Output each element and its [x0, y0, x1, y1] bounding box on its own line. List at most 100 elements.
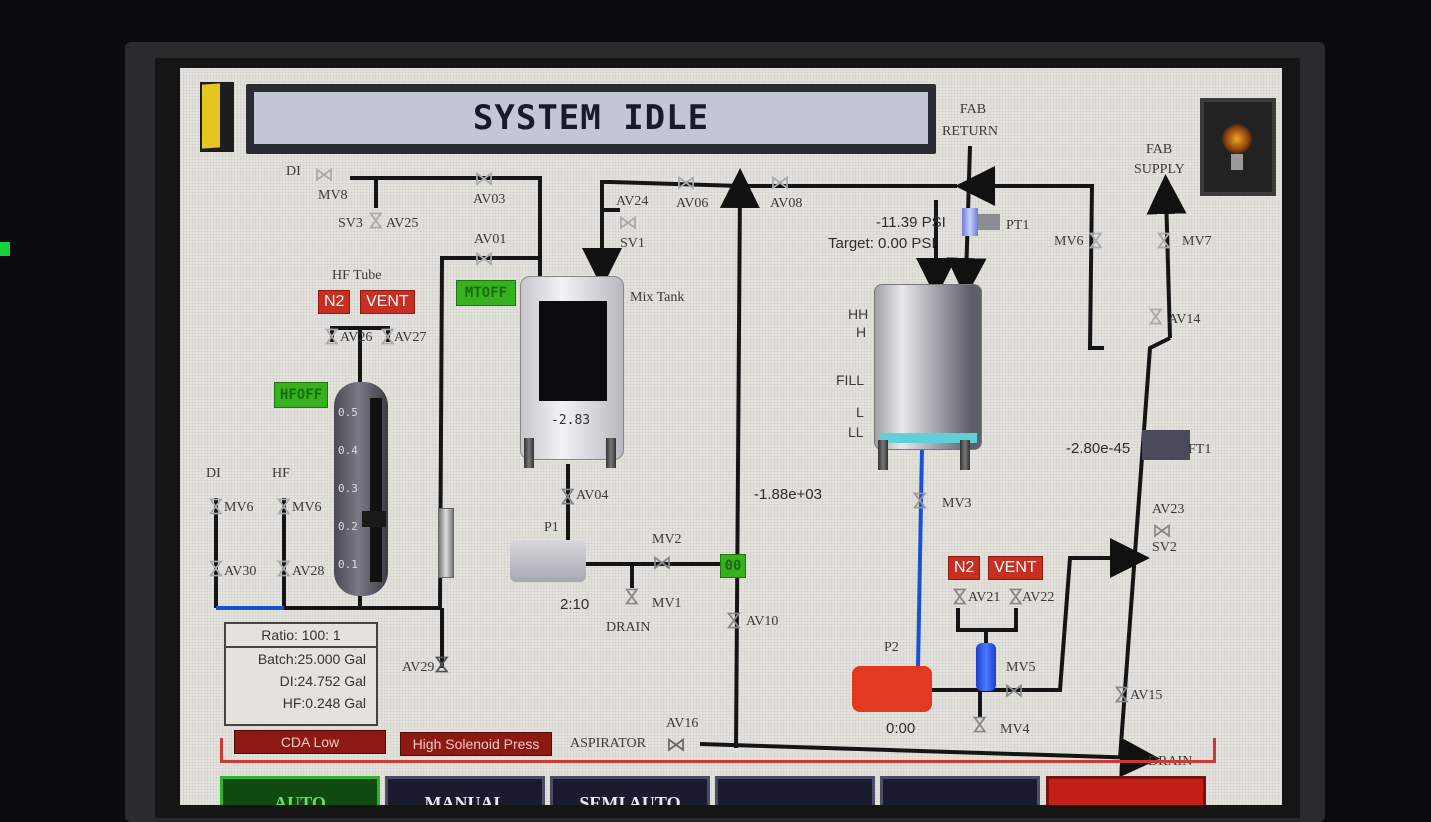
batch-volume: Batch:25.000 Gal	[257, 651, 366, 667]
valve-mv6-di-label: MV6	[224, 500, 254, 515]
valve-av14[interactable]: ⋈	[1144, 306, 1167, 327]
valve-mv2[interactable]: ⋈	[652, 552, 672, 574]
pipe-fab-supply	[1146, 174, 1187, 339]
batch-di: DI:24.752 Gal	[279, 673, 366, 689]
valve-av06[interactable]: ⋈	[676, 172, 696, 194]
pump1-label: P1	[544, 520, 559, 535]
nav-manual-button[interactable]: MANUAL	[385, 776, 545, 805]
hf-tube-slot	[370, 398, 382, 582]
di-label: DI	[206, 466, 221, 481]
valve-mv6-fab[interactable]: ⋈	[1084, 230, 1107, 251]
alarm-cda-low[interactable]: CDA Low	[234, 730, 386, 754]
di-source-label: DI	[286, 164, 301, 179]
hf-scale-tick: 0.3	[338, 482, 358, 495]
system-status-title: SYSTEM IDLE	[254, 92, 928, 144]
valve-mv2-label: MV2	[652, 532, 682, 547]
pump1-runtime: 2:10	[560, 596, 590, 613]
level-l: L	[856, 404, 864, 420]
nav-button-5[interactable]	[880, 776, 1040, 805]
valve-av14-label: AV14	[1168, 312, 1201, 327]
valve-av23[interactable]: ⋈	[1152, 520, 1172, 542]
tank-leg	[524, 438, 534, 468]
valve-av08-label: AV08	[770, 196, 803, 211]
valve-av10[interactable]: ⋈	[722, 610, 745, 631]
valve-sv3[interactable]: ⋈	[364, 210, 387, 231]
flow-transmitter-ft1[interactable]	[1142, 430, 1190, 460]
valve-mv5-label: MV5	[1006, 660, 1036, 675]
pipe-p2-out	[930, 538, 1150, 692]
pump-p2[interactable]	[852, 666, 932, 712]
valve-av30-label: AV30	[224, 564, 257, 579]
hf-tube: 0.5 0.4 0.3 0.2 0.1	[334, 382, 388, 596]
valve-av23-label: AV23	[1152, 502, 1185, 517]
valve-av28-label: AV28	[292, 564, 325, 579]
pt1-label: PT1	[1006, 218, 1030, 233]
fab-supply-label-1: FAB	[1146, 142, 1173, 157]
alarm-high-solenoid[interactable]: High Solenoid Press	[400, 732, 552, 756]
hf-n2-tag[interactable]: N2	[318, 290, 351, 314]
valve-av03[interactable]: ⋈	[474, 168, 494, 190]
fab-return-label-2: RETURN	[942, 124, 998, 139]
valve-mv8-label: MV8	[318, 188, 348, 203]
level-h: H	[856, 324, 867, 340]
valve-mv1-label: MV1	[652, 596, 682, 611]
valve-mv7-label: MV7	[1182, 234, 1212, 249]
valve-av01[interactable]: ⋈	[474, 248, 494, 270]
valve-av21-label: AV21	[968, 590, 1001, 605]
valve-av06-label: AV06	[676, 196, 709, 211]
fab-return-label-1: FAB	[959, 102, 987, 117]
pipe-av01	[438, 256, 540, 609]
valve-mv4-label: MV4	[1000, 722, 1030, 737]
lightbulb-icon[interactable]	[1200, 98, 1276, 196]
fab-pressure-target[interactable]: Target: 0.00 PSI	[828, 235, 936, 252]
tank-leg	[960, 440, 970, 470]
mix-tank: -2.83	[520, 276, 624, 460]
hf-vent-tag[interactable]: VENT	[360, 290, 415, 314]
valve-av16[interactable]: ⋈	[666, 734, 686, 756]
batch-hf: HF:0.248 Gal	[282, 695, 366, 711]
pipe-di-top	[350, 176, 542, 278]
nav-auto-button[interactable]: AUTO	[220, 776, 380, 805]
hf-level-marker	[362, 511, 386, 528]
mix-tank-off-indicator[interactable]: MTOFF	[456, 280, 516, 306]
sight-glass	[438, 508, 454, 578]
pressure-transmitter-pt1[interactable]	[962, 208, 978, 236]
valve-mv8[interactable]: ⋈	[314, 164, 334, 186]
nav-stop-button[interactable]	[1046, 776, 1206, 805]
hmi-screen: SYSTEM IDLE DI MV8 SV3 AV25 AV03 AV01 AV…	[180, 68, 1282, 805]
valve-av08[interactable]: ⋈	[770, 172, 790, 194]
nav-button-4[interactable]	[715, 776, 875, 805]
flow-indicator[interactable]: 00	[720, 554, 746, 578]
fab-pressure-readout: -11.39 PSI	[876, 214, 946, 231]
pressure-transmitter-body	[978, 214, 1000, 230]
valve-mv7[interactable]: ⋈	[1152, 230, 1175, 251]
valve-mv6-hf-label: MV6	[292, 500, 322, 515]
pipe-fab-recirc	[955, 166, 1104, 350]
level-ll: LL	[848, 424, 864, 440]
valve-sv1[interactable]: ⋈	[618, 212, 638, 234]
valve-mv3-label: MV3	[942, 496, 972, 511]
hf-scale-tick: 0.2	[338, 520, 358, 533]
pump-p1[interactable]	[510, 540, 586, 582]
valve-av22-label: AV22	[1022, 590, 1055, 605]
nav-semi-auto-button[interactable]: SEMI AUTO	[550, 776, 710, 805]
mix-tank-label: Mix Tank	[630, 290, 685, 305]
valve-av16-label: AV16	[666, 716, 699, 731]
batch-info-panel: Ratio: 100: 1 Batch:25.000 Gal DI:24.752…	[224, 622, 378, 726]
ft1-value: -2.80e-45	[1066, 440, 1131, 457]
drain-p1-label: DRAIN	[606, 620, 651, 635]
valve-mv4[interactable]: ⋈	[968, 714, 991, 735]
pipe-bottom	[699, 737, 1160, 778]
valve-av26-label: AV26	[340, 330, 373, 345]
valve-av10-label: AV10	[746, 614, 779, 629]
valve-mv5[interactable]: ⋈	[1004, 680, 1024, 702]
hf-scale-tick: 0.1	[338, 558, 358, 571]
pipe-n2vent	[956, 608, 1018, 632]
status-led	[0, 242, 10, 256]
valve-mv1[interactable]: ⋈	[620, 586, 643, 607]
hf-off-indicator[interactable]: HFOFF	[274, 382, 328, 408]
valve-mv3[interactable]: ⋈	[908, 490, 931, 511]
p2-vent-tag[interactable]: VENT	[988, 556, 1043, 580]
p2-n2-tag[interactable]: N2	[948, 556, 981, 580]
exit-door-icon[interactable]	[200, 82, 234, 152]
